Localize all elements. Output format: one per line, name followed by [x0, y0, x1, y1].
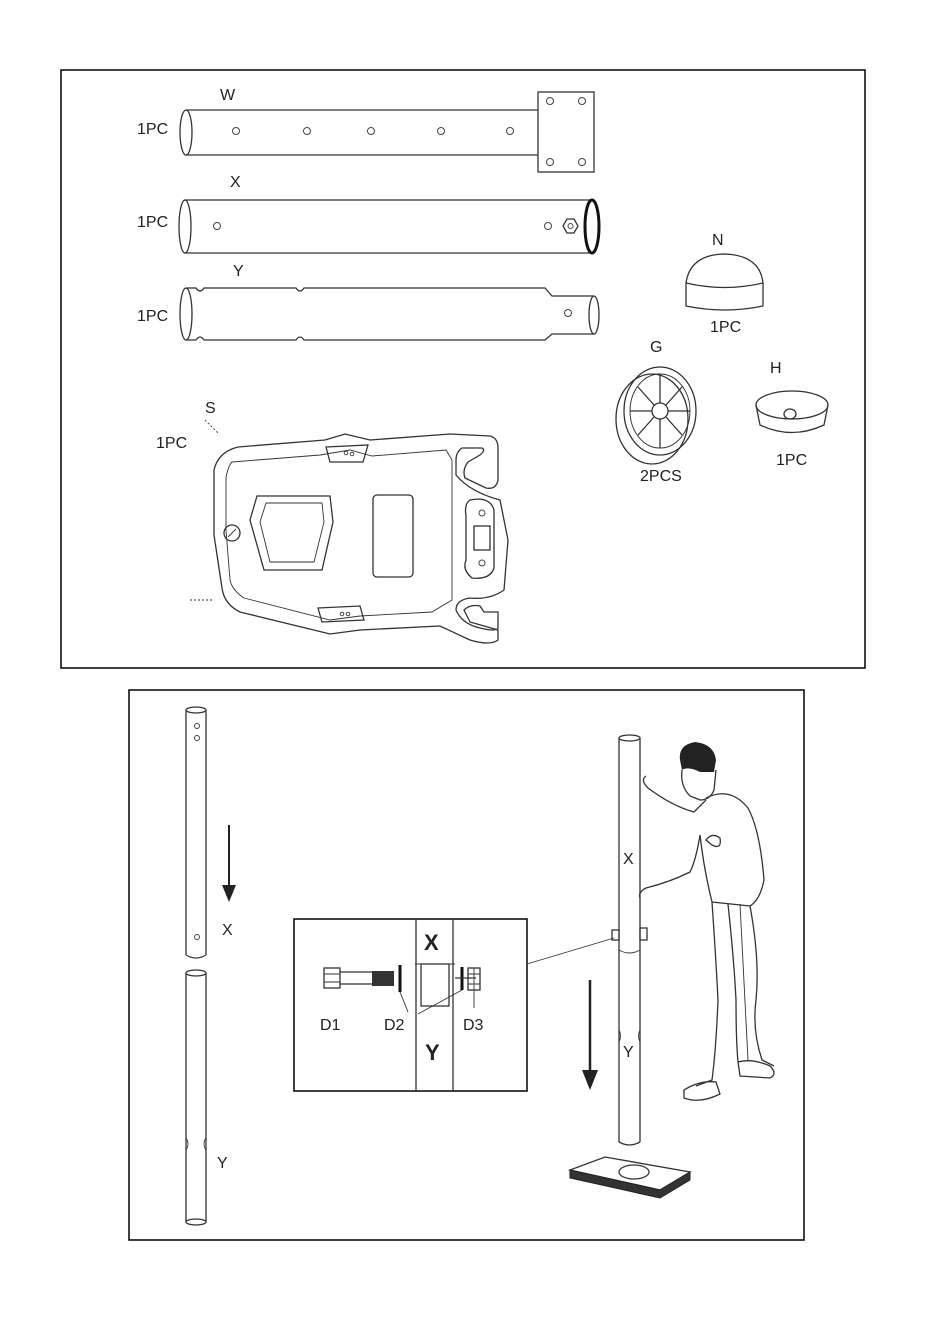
- down-arrow-left: [222, 825, 236, 902]
- detail-x-label: X: [424, 930, 439, 955]
- part-n-letter: N: [712, 232, 724, 249]
- lower-pole-y: [186, 970, 206, 1225]
- part-h-qty: 1PC: [776, 452, 807, 469]
- standing-pole-y-label: Y: [623, 1044, 634, 1061]
- standing-pole-x-label: X: [623, 851, 634, 868]
- part-x-tube: [179, 200, 599, 253]
- upper-pole-label: X: [222, 922, 233, 939]
- part-y-letter: Y: [233, 263, 244, 280]
- detail-y-label: Y: [425, 1040, 440, 1065]
- parts-panel-frame: [61, 70, 865, 668]
- nut-label: D3: [463, 1017, 484, 1034]
- connection-detail-frame: [294, 919, 527, 1091]
- upper-pole-x: [186, 707, 206, 958]
- part-y-tube: [180, 288, 599, 340]
- part-g-qty: 2PCS: [640, 468, 682, 485]
- detail-callout-line: [527, 938, 614, 964]
- part-w-tube: [180, 92, 594, 172]
- standing-pole: [612, 735, 647, 1145]
- part-x-qty: 1PC: [137, 214, 168, 231]
- part-g-letter: G: [650, 339, 662, 356]
- part-w-qty: 1PC: [137, 121, 168, 138]
- down-arrow-center: [582, 980, 598, 1090]
- part-y-qty: 1PC: [137, 308, 168, 325]
- part-g-wheel: [616, 367, 696, 464]
- part-s-qty: 1PC: [156, 435, 187, 452]
- base-plate: [570, 1157, 690, 1198]
- part-x-letter: X: [230, 174, 241, 191]
- part-h-cup: [756, 391, 828, 433]
- part-n-cap: [686, 254, 763, 310]
- part-h-letter: H: [770, 360, 782, 377]
- bolt-label: D1: [320, 1017, 341, 1034]
- person-figure: [640, 742, 774, 1100]
- lower-pole-label: Y: [217, 1155, 228, 1172]
- part-n-qty: 1PC: [710, 319, 741, 336]
- part-w-letter: W: [220, 87, 236, 104]
- part-s-letter: S: [205, 400, 216, 417]
- part-s-base: [190, 420, 508, 643]
- washer-label: D2: [384, 1017, 405, 1034]
